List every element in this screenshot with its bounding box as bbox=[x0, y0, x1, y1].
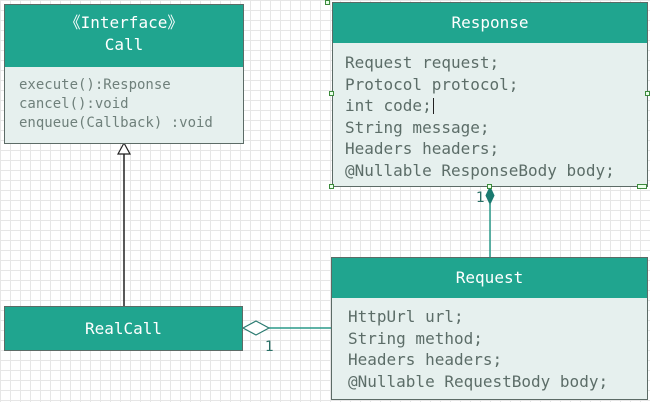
response-class-box[interactable]: Response Request request; Protocol proto… bbox=[332, 2, 648, 187]
request-field: Headers headers; bbox=[348, 350, 503, 369]
selection-handle[interactable] bbox=[645, 91, 650, 96]
request-class-box[interactable]: Request HttpUrl url; String method; Head… bbox=[331, 257, 648, 400]
request-field: @Nullable RequestBody body; bbox=[348, 371, 609, 391]
realization-arrowhead bbox=[116, 141, 132, 155]
call-method: cancel():void bbox=[19, 96, 129, 112]
selection-handle[interactable] bbox=[329, 184, 334, 189]
request-field: HttpUrl url; bbox=[348, 307, 464, 326]
call-header: 《Interface》 Call bbox=[5, 5, 243, 67]
response-field: @Nullable ResponseBody body; bbox=[345, 160, 615, 180]
request-field: String method; bbox=[348, 328, 483, 348]
call-method: execute():Response bbox=[19, 77, 171, 93]
text-cursor bbox=[432, 98, 434, 114]
composition-multiplicity: 1 bbox=[476, 190, 485, 206]
aggregation-multiplicity: 1 bbox=[265, 339, 274, 355]
call-methods: execute():Response cancel():void enqueue… bbox=[5, 67, 243, 133]
aggregation-diamond bbox=[241, 320, 271, 336]
call-method: enqueue(Callback) :void bbox=[19, 115, 213, 131]
response-field: String message; bbox=[345, 117, 490, 137]
selection-handle[interactable] bbox=[637, 184, 647, 189]
response-name: Response bbox=[451, 13, 529, 32]
response-header: Response bbox=[333, 3, 647, 43]
response-fields: Request request; Protocol protocol; int … bbox=[333, 43, 647, 181]
realcall-header: RealCall bbox=[5, 307, 242, 350]
request-header: Request bbox=[332, 258, 647, 298]
realcall-name: RealCall bbox=[84, 319, 163, 338]
request-fields: HttpUrl url; String method; Headers head… bbox=[332, 298, 647, 392]
response-field: Request request; bbox=[345, 53, 500, 72]
selection-handle[interactable] bbox=[487, 184, 492, 189]
call-name: Call bbox=[104, 35, 144, 54]
selection-handle[interactable] bbox=[325, 0, 330, 5]
response-field: int code; bbox=[345, 96, 434, 115]
composition-diamond bbox=[485, 185, 495, 206]
call-interface-box[interactable]: 《Interface》 Call execute():Response canc… bbox=[4, 4, 244, 144]
response-field: Protocol protocol; bbox=[345, 74, 519, 94]
realcall-class-box[interactable]: RealCall bbox=[4, 306, 243, 351]
request-name: Request bbox=[455, 268, 524, 287]
selection-handle[interactable] bbox=[329, 91, 334, 96]
call-stereotype: 《Interface》 bbox=[64, 13, 184, 32]
response-field: Headers headers; bbox=[345, 139, 500, 158]
